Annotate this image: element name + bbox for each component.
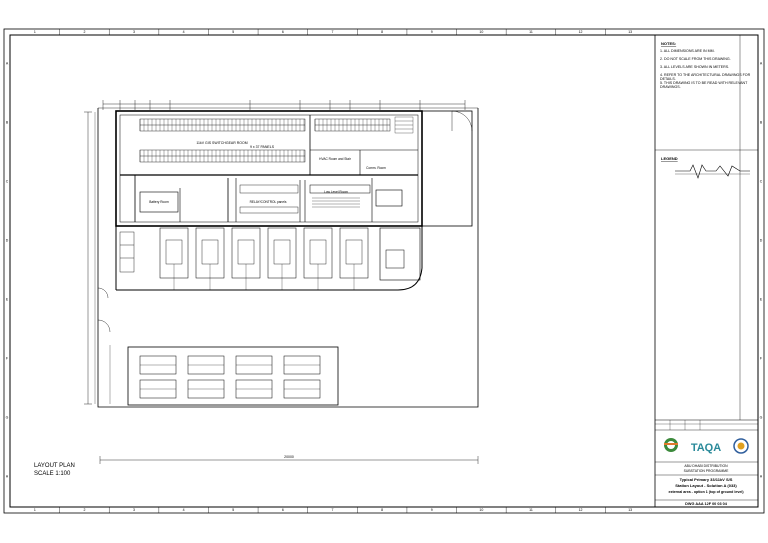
grid-row-label: B [6,121,9,125]
grid-row-label: G [760,416,763,420]
grid-column-label: 2 [83,30,85,34]
grid-column-label: 9 [431,508,433,512]
grid-column-label: 9 [431,30,433,34]
grid-column-label: 3 [133,30,135,34]
grid-row-label: E [6,298,9,302]
transformer [201,239,219,265]
grid-column-label: 11 [529,508,533,512]
grid-row-label: C [760,180,763,184]
project-line-1: ABU DHABI DISTRIBUTION [684,464,728,468]
drawing-number: DWG AAA 12F 00 03 04 [685,502,728,506]
note-item: 5. THIS DRAWING IS TO BE READ WITH RELEV… [660,81,748,89]
legend-symbol [675,164,750,179]
grid-column-label: 12 [579,30,583,34]
note-item: 2. DO NOT SCALE FROM THIS DRAWING. [660,57,731,61]
grid-row-label: H [6,475,9,479]
legend-heading: LEGEND [661,156,678,161]
grid-column-label: 4 [183,508,185,512]
grid-column-label: 5 [232,508,234,512]
overall-dimension: 20000 [284,455,294,459]
grid-row-label: G [6,416,9,420]
grid-row-label: C [6,180,9,184]
grid-column-label: 10 [479,30,483,34]
grid-row-label: F [6,357,8,361]
grid-column-label: 2 [83,508,85,512]
note-item: 1. ALL DIMENSIONS ARE IN MM. [660,49,715,53]
grid-row-label: A [6,62,9,66]
grid-column-label: 11 [529,30,533,34]
layout-plan-scale: SCALE 1:100 [34,471,71,477]
grid-column-label: 6 [282,508,284,512]
grid-column-label: 13 [628,508,632,512]
hvac-label: HVAC Room and Stair [319,157,352,161]
grid-column-label: 10 [479,508,483,512]
notes-heading: NOTES: [661,41,676,46]
transformer [309,239,327,265]
grid-row-label: B [760,121,763,125]
taqa-logo-text: TAQA [691,442,721,454]
drawing-title-2: Station Layout - Solution A (033) [675,483,737,488]
grid-row-label: H [760,475,763,479]
lv-room-label: Low Level Room [324,190,348,194]
grid-column-label: 4 [183,30,185,34]
site-plan [84,100,479,464]
grid-row-label: A [760,62,763,66]
layout-plan-caption: LAYOUT PLAN SCALE 1:100 [34,462,75,478]
transformer [165,239,183,265]
grid-column-label: 7 [332,508,334,512]
note-item: 3. ALL LEVELS ARE SHOWN IN METERS. [660,65,730,69]
project-line-2: SUBSTATION PROGRAMME [684,469,729,473]
grid-column-label: 7 [332,30,334,34]
drawing-title-1: Typical Primary 33/11kV S/S [680,477,733,482]
drawing-title-3: external area - option 1 (top of ground … [668,490,744,494]
panels-label: 9 x 37 PANELS [250,145,275,149]
grid-row-label: D [6,239,9,243]
hall-label: 11kV GIS SWITCHGEAR ROOM [196,141,247,145]
grid-column-label: 8 [381,30,383,34]
grid-column-label: 13 [628,30,632,34]
transformer [237,239,255,265]
grid-row-label: D [760,239,763,243]
client-logo [664,438,678,452]
grid-row-label: E [760,298,763,302]
transformer [345,239,363,265]
grid-column-label: 5 [232,30,234,34]
partner-logo [733,438,749,454]
control-room-label: RELAY/CONTROL panels [250,200,287,204]
grid-column-label: 6 [282,30,284,34]
grid-column-label: 8 [381,508,383,512]
grid-column-label: 1 [34,508,36,512]
grid-column-label: 1 [34,30,36,34]
note-item: 4. REFER TO THE ARCHITECTURAL DRAWINGS F… [660,73,751,81]
grid-row-label: F [760,357,762,361]
grid-column-label: 3 [133,508,135,512]
comm-room-label: Comm. Room [366,166,386,170]
transformer [273,239,291,265]
battery-room-label: Battery Room [149,200,169,204]
layout-plan-title: LAYOUT PLAN [34,463,75,469]
grid-column-label: 12 [579,508,583,512]
grid-row-markers: A A B B C C D D E E F F G G H H [6,62,763,479]
